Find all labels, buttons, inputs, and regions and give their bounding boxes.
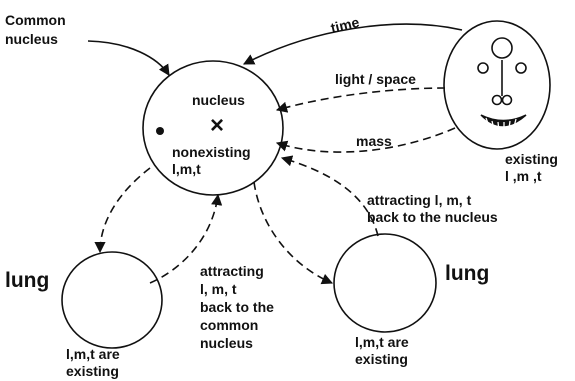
nonexisting-label: nonexisting — [172, 144, 251, 160]
lung-left-label: lung — [5, 269, 49, 292]
lmt-existing-left-label-2: existing — [66, 363, 119, 379]
mass-arrow — [275, 127, 456, 153]
common-nucleus-label-2: nucleus — [5, 31, 58, 47]
lmt-existing-right-label-2: existing — [355, 351, 408, 367]
attracting-left-label-1: attracting — [200, 263, 264, 279]
light-space-label: light / space — [335, 71, 416, 87]
mass-label: mass — [356, 133, 392, 149]
lmt-face-label: l ,m ,t — [505, 168, 542, 184]
right-lung-to-nucleus-arrow — [280, 155, 379, 237]
lmt-existing-right-label-1: l,m,t are — [355, 334, 409, 350]
lung-left-circle — [61, 251, 163, 349]
nucleus-mark: × — [210, 112, 224, 139]
common-nucleus-label-1: Common — [5, 12, 66, 28]
common-nucleus-arrow — [87, 40, 170, 76]
lung-right-label: lung — [445, 262, 489, 285]
attracting-left-label-2: l, m, t — [200, 281, 237, 297]
attracting-left-label-4: common — [200, 317, 258, 333]
light-space-arrow — [275, 87, 446, 113]
time-arrow — [243, 23, 463, 65]
lung-right-circle — [333, 233, 437, 333]
left-lung-to-nucleus-arrow — [149, 193, 223, 284]
lmt-center-label: l,m,t — [172, 161, 201, 177]
time-label: time — [329, 14, 361, 36]
attracting-right-label-1: attracting l, m, t — [367, 192, 472, 208]
attracting-left-label-3: back to the — [200, 299, 274, 315]
lmt-existing-left-label-1: l,m,t are — [66, 346, 120, 362]
attracting-right-label-2: back to the nucleus — [367, 209, 498, 225]
nucleus-dot — [156, 127, 164, 135]
attracting-left-label-5: nucleus — [200, 335, 253, 351]
nucleus-label: nucleus — [192, 92, 245, 108]
nucleus-to-right-lung-arrow — [253, 181, 334, 285]
smiling-face-icon — [443, 20, 551, 150]
nucleus-to-left-lung-arrow — [94, 167, 151, 254]
existing-label: existing — [505, 151, 558, 167]
